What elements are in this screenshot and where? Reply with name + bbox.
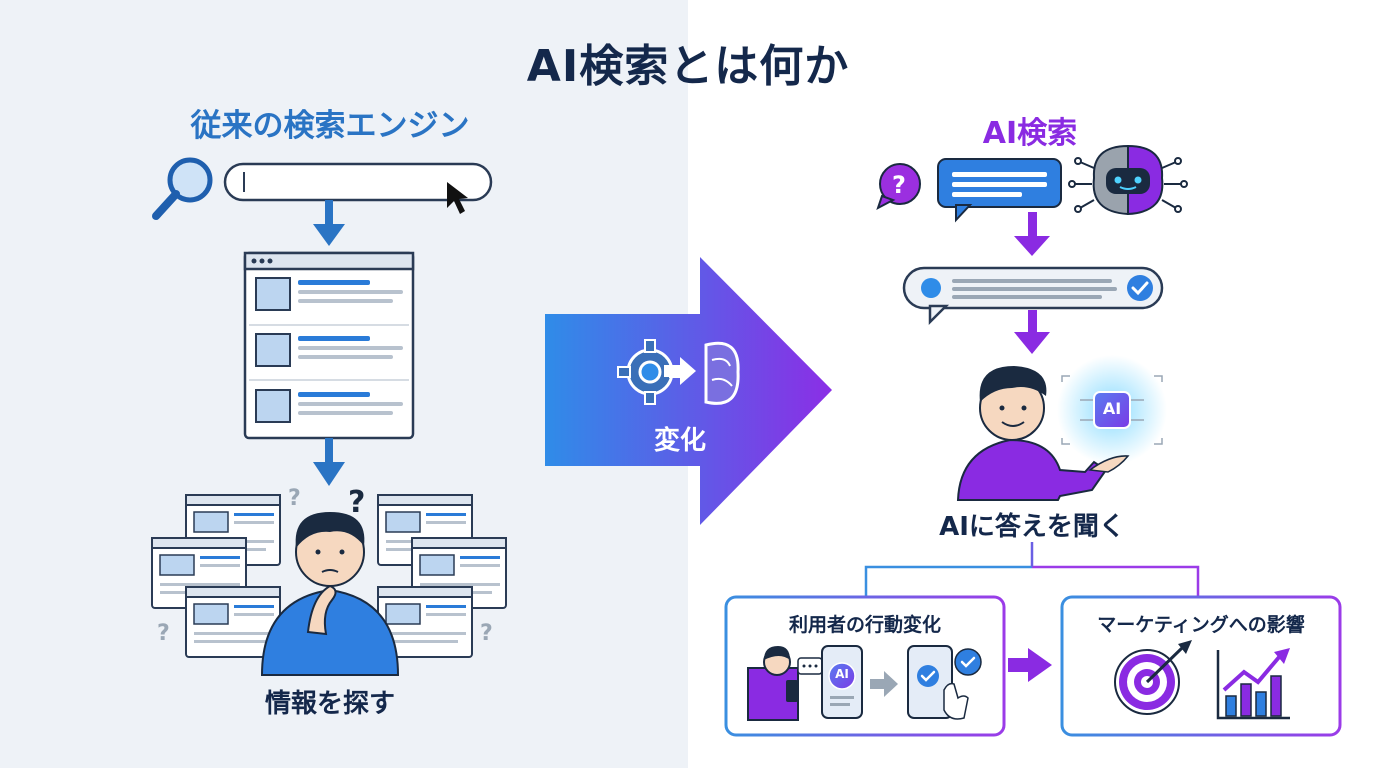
phone-ai-chip-label: AI: [835, 667, 849, 681]
arrow-down-icon: [313, 200, 345, 246]
brain-icon: [704, 341, 740, 405]
ai-search-heading: AI検索: [982, 116, 1078, 151]
arrow-down-icon: [1014, 310, 1050, 354]
user-with-phone-icon: [747, 646, 823, 721]
ai-answer-bar: [902, 266, 1164, 326]
growth-chart-icon: [1216, 648, 1290, 720]
arrow-down-icon: [1014, 212, 1050, 256]
arrow-down-icon: [313, 438, 345, 486]
target-icon: [1114, 640, 1192, 715]
svg-text:?: ?: [480, 621, 493, 646]
web-page-cluster-left: [151, 494, 281, 658]
search-magnifier-icon: [152, 157, 213, 220]
svg-text:?: ?: [288, 486, 301, 511]
marketing-impact-title: マーケティングへの影響: [1097, 614, 1305, 636]
question-mark-icons: ? ? ? ?: [157, 485, 493, 646]
ai-chip-icon: [1061, 375, 1163, 445]
confused-person-icon: [260, 512, 400, 676]
gear-icon: [617, 339, 683, 405]
ai-robot-brain-icon: [1068, 144, 1188, 216]
phone-check-icon: [907, 645, 982, 720]
svg-text:?: ?: [348, 485, 365, 520]
change-arrow: [545, 257, 832, 525]
left-caption: 情報を探す: [264, 689, 395, 719]
branch-connector: [864, 542, 1200, 597]
right-caption: AIに答えを聞く: [939, 512, 1125, 542]
svg-text:?: ?: [157, 621, 170, 646]
chat-bubble-icon: [937, 158, 1062, 223]
traditional-search-heading: 従来の検索エンジン: [190, 108, 470, 144]
arrow-right-icon: [870, 671, 898, 697]
search-results-window: [243, 251, 415, 440]
mouse-cursor-icon: [447, 182, 468, 214]
behavior-change-title: 利用者の行動変化: [788, 614, 941, 636]
change-label: 変化: [653, 426, 706, 456]
person-asking-ai-icon: [956, 366, 1130, 501]
svg-text:?: ?: [892, 171, 906, 199]
web-page-cluster-right: [377, 494, 507, 658]
question-bubble-icon: ?: [876, 163, 921, 211]
arrow-right-icon: [664, 357, 696, 385]
arrow-right-icon: [1008, 648, 1052, 682]
page-title: AI検索とは何か: [526, 41, 850, 92]
phone-ai-icon: [821, 645, 863, 719]
ai-badge-label: AI: [1102, 399, 1122, 418]
search-bar: [223, 162, 493, 202]
